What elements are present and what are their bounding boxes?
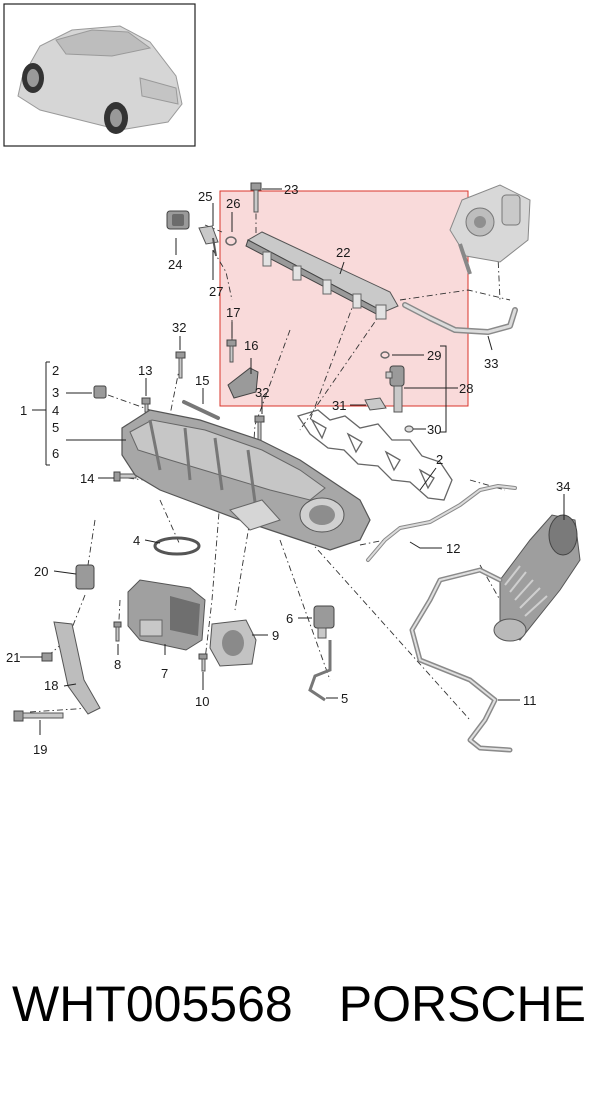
callout-8: 8 xyxy=(114,657,121,672)
brand-name: PORSCHE xyxy=(338,976,586,1032)
callout-18: 18 xyxy=(44,678,58,693)
group-bracket xyxy=(32,361,126,466)
fuel-line-33 xyxy=(402,302,518,335)
callout-9: 9 xyxy=(272,628,279,643)
sensor-3 xyxy=(93,385,107,399)
bolt-19 xyxy=(13,710,64,722)
injector-28 xyxy=(385,365,405,413)
callout-33: 33 xyxy=(484,356,498,371)
diagram-code: WHT005568 xyxy=(12,976,293,1032)
vehicle-thumbnail xyxy=(3,3,196,147)
gasket-2 xyxy=(296,409,453,501)
callout-30: 30 xyxy=(427,422,441,437)
callout-12: 12 xyxy=(446,541,460,556)
fuel-pump xyxy=(449,184,531,275)
callout-25: 25 xyxy=(198,189,212,204)
callout-31: 31 xyxy=(332,398,346,413)
callout-14: 14 xyxy=(80,471,94,486)
throttle-body-7 xyxy=(127,579,206,651)
bolt-14 xyxy=(113,471,137,482)
callout-22: 22 xyxy=(336,245,350,260)
bracket-16 xyxy=(227,367,259,399)
bracket-18 xyxy=(53,621,101,715)
callout-10: 10 xyxy=(195,694,209,709)
callout-4: 4 xyxy=(133,533,140,548)
bolt-17 xyxy=(226,339,237,363)
bracket-label-3: 3 xyxy=(52,385,59,400)
o-ring-29 xyxy=(380,351,390,359)
callout-6: 6 xyxy=(286,611,293,626)
callout-11: 11 xyxy=(523,693,537,708)
callout-13: 13 xyxy=(138,363,152,378)
callout-29: 29 xyxy=(427,348,441,363)
callout-32b: 32 xyxy=(255,385,269,400)
bolt-10 xyxy=(198,653,208,672)
nut-21 xyxy=(41,652,53,662)
callout-27: 27 xyxy=(209,284,223,299)
callout-5: 5 xyxy=(341,691,348,706)
clip-25 xyxy=(198,225,219,257)
callout-7: 7 xyxy=(161,666,168,681)
valve-6 xyxy=(313,605,335,639)
o-ring-26 xyxy=(225,236,237,246)
bolt-8 xyxy=(113,621,122,642)
callout-21: 21 xyxy=(6,650,20,665)
callout-15: 15 xyxy=(195,373,209,388)
bushing-20 xyxy=(75,564,95,590)
callout-23: 23 xyxy=(284,182,298,197)
leader-lines xyxy=(20,188,565,735)
callout-28: 28 xyxy=(459,381,473,396)
fuel-rail-22 xyxy=(245,231,399,320)
callout-26: 26 xyxy=(226,196,240,211)
footer: WHT005568 PORSCHE xyxy=(0,975,600,1055)
seal-ring-4 xyxy=(153,536,201,556)
callout-16: 16 xyxy=(244,338,258,353)
rod-15 xyxy=(182,400,220,420)
bracket-label-2: 2 xyxy=(52,363,59,378)
callout-labels: 23 25 26 22 24 27 17 32 16 29 33 13 15 2… xyxy=(6,182,570,757)
intake-manifold-1 xyxy=(121,409,371,551)
pipe-11 xyxy=(409,567,513,753)
seal-30 xyxy=(404,425,414,433)
callout-19: 19 xyxy=(33,742,47,757)
bolt-23 xyxy=(250,182,262,213)
callout-2-gasket: 2 xyxy=(436,452,443,467)
callout-20: 20 xyxy=(34,564,48,579)
flap-9 xyxy=(209,619,257,667)
sensor-24 xyxy=(166,210,190,230)
intake-hose-34 xyxy=(493,514,581,642)
highlight-box xyxy=(219,190,469,407)
callout-34: 34 xyxy=(556,479,570,494)
callout-32: 32 xyxy=(172,320,186,335)
callout-24: 24 xyxy=(168,257,182,272)
hose-5 xyxy=(308,640,332,702)
clip-31 xyxy=(364,397,387,411)
bracket-label-5: 5 xyxy=(52,420,59,435)
callout-17: 17 xyxy=(226,305,240,320)
bracket-label-4: 4 xyxy=(52,403,59,418)
bolt-32 xyxy=(175,351,186,379)
tube-12 xyxy=(366,484,517,562)
bracket-label-6: 6 xyxy=(52,446,59,461)
bolt-32b xyxy=(254,415,265,441)
callout-1: 1 xyxy=(20,403,27,418)
